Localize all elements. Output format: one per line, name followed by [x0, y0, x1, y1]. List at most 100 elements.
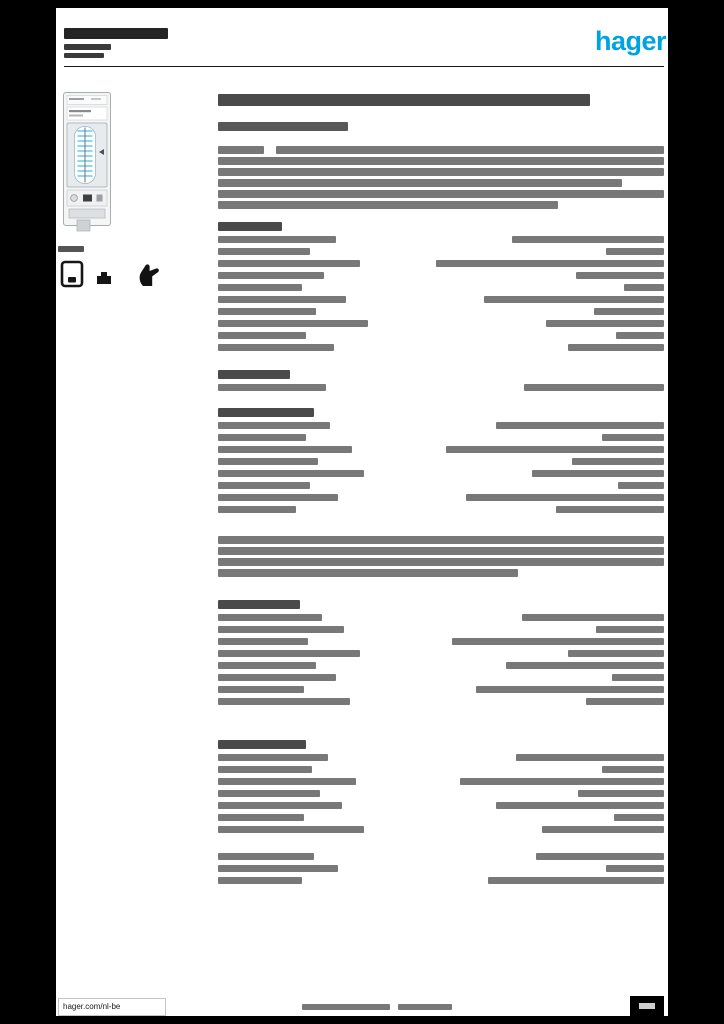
section-specs-1: [218, 8, 664, 1016]
spec-value-bar: [484, 296, 664, 303]
spec-value-bar: [476, 686, 664, 693]
spec-value-bar: [606, 248, 664, 255]
spec-value-bar: [596, 626, 664, 633]
spec-value-bar: [522, 614, 664, 621]
redacted-text-bar: [218, 614, 322, 621]
redacted-text-bar: [218, 698, 350, 705]
section-specs-6: [218, 8, 664, 1016]
redacted-text-bar: [218, 260, 360, 267]
redacted-text-bar: [218, 470, 364, 477]
redacted-text-bar: [218, 179, 622, 187]
redacted-text-bar: [218, 536, 664, 544]
redacted-text-bar: [218, 344, 334, 351]
footer-info: [56, 8, 668, 1016]
section-heading-2: [218, 8, 664, 1016]
spec-value-bar: [602, 434, 664, 441]
redacted-text-bar: [218, 766, 312, 773]
redacted-text-bar: [218, 332, 306, 339]
redacted-text-bar: [218, 482, 310, 489]
redacted-text-bar: [218, 272, 324, 279]
spec-value-bar: [536, 853, 664, 860]
product-reference-bar: [64, 28, 168, 39]
spec-value-bar: [572, 458, 664, 465]
section-heading-bar: [218, 600, 300, 609]
redacted-text-bar: [218, 157, 664, 165]
spec-value-bar: [496, 422, 664, 429]
spec-value-bar: [512, 236, 664, 243]
section-intro-paragraph: [218, 8, 664, 1016]
section-specs-2: [218, 8, 664, 1016]
spec-value-bar: [532, 470, 664, 477]
product-reference-subbar: [64, 53, 104, 58]
spec-value-bar: [446, 446, 664, 453]
redacted-text-bar: [218, 802, 342, 809]
redacted-text-bar: [218, 248, 310, 255]
datasheet-page: hager: [56, 8, 668, 1016]
spec-value-bar: [616, 332, 664, 339]
spec-value-bar: [578, 790, 664, 797]
spec-value-bar: [506, 662, 664, 669]
hand-operation-pictogram-icon: [136, 260, 162, 287]
product-photo: [63, 92, 111, 232]
terminal-pictogram-icon: [94, 269, 114, 285]
spec-value-bar: [460, 778, 664, 785]
redacted-text-bar: [218, 284, 302, 291]
redacted-text-bar: [218, 826, 364, 833]
spec-value-bar: [556, 506, 664, 513]
product-caption-bar: [58, 246, 84, 252]
redacted-text-bar: [218, 853, 314, 860]
section-note-paragraph: [218, 8, 664, 1016]
section-specs-4: [218, 8, 664, 1016]
section-heading-1: [218, 8, 664, 1016]
spec-value-bar: [602, 766, 664, 773]
section-heading-bar: [218, 740, 306, 749]
redacted-text-bar: [218, 494, 338, 501]
section-heading-4: [218, 8, 664, 1016]
redacted-text-bar: [218, 446, 352, 453]
redacted-text-bar: [218, 650, 360, 657]
redacted-text-bar: [218, 865, 338, 872]
product-reference-subbar: [64, 44, 111, 50]
redacted-text-bar: [218, 168, 664, 176]
module-width-pictogram-icon: [60, 260, 84, 288]
redacted-text-bar: [218, 790, 320, 797]
redacted-text-bar: [218, 506, 296, 513]
spec-value-bar: [436, 260, 664, 267]
redacted-text-bar: [218, 814, 304, 821]
footer-website-link[interactable]: hager.com/nl-be: [58, 998, 166, 1016]
section-heading-bar: [218, 222, 282, 231]
section-heading-bar: [218, 408, 314, 417]
redacted-text-bar: [218, 422, 330, 429]
redacted-text-bar: [218, 626, 344, 633]
redacted-text-bar: [218, 558, 664, 566]
spec-value-bar: [466, 494, 664, 501]
section-heading-3: [218, 8, 664, 1016]
redacted-text-bar: [218, 458, 318, 465]
redacted-text-bar: [218, 308, 316, 315]
footer-page-badge: [630, 996, 664, 1016]
product-title-bar: [218, 94, 590, 106]
redacted-text-bar: [218, 384, 326, 391]
spec-value-bar: [516, 754, 664, 761]
redacted-text-bar: [218, 434, 306, 441]
redacted-text-bar: [276, 146, 664, 154]
spec-value-bar: [452, 638, 664, 645]
product-reference-block: [64, 28, 284, 68]
redacted-text-bar: [218, 146, 264, 154]
redacted-text-bar: [218, 320, 368, 327]
spec-value-bar: [606, 865, 664, 872]
redacted-text-bar: [218, 662, 316, 669]
section-product-title: [218, 8, 664, 1016]
spec-value-bar: [586, 698, 664, 705]
redacted-text-bar: [218, 296, 346, 303]
spec-value-bar: [546, 320, 664, 327]
section-specs-5: [218, 8, 664, 1016]
hager-logo: hager: [594, 26, 667, 56]
section-heading-5: [218, 8, 664, 1016]
spec-value-bar: [612, 674, 664, 681]
spec-value-bar: [618, 482, 664, 489]
redacted-text-bar: [218, 754, 328, 761]
spec-value-bar: [568, 344, 664, 351]
redacted-text-bar: [218, 547, 664, 555]
